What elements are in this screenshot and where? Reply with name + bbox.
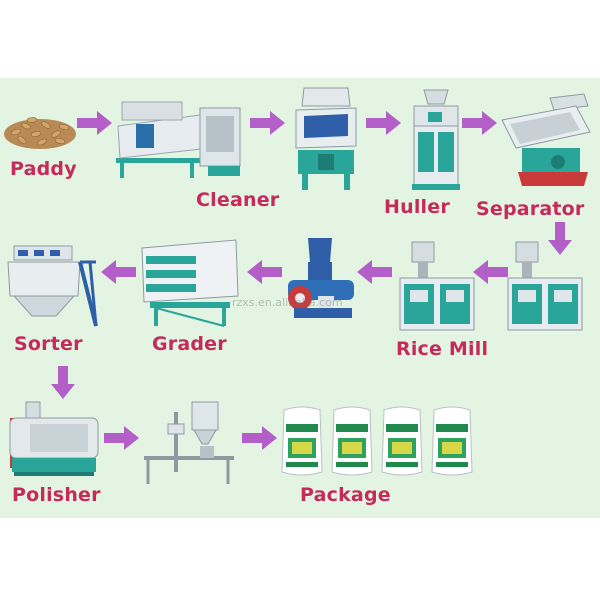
paddy-grain-pile xyxy=(4,117,76,149)
stage-label-grader: Grader xyxy=(152,333,227,355)
grader-machine xyxy=(141,239,239,327)
whitening-machine xyxy=(288,238,354,318)
right-arrow-icon xyxy=(242,426,277,450)
rice-bag-2 xyxy=(331,406,373,476)
right-arrow-icon xyxy=(250,111,285,135)
stage-label-polisher: Polisher xyxy=(12,484,101,506)
huller-machine xyxy=(412,89,460,190)
left-arrow-icon xyxy=(473,260,508,284)
stage-label-huller: Huller xyxy=(384,196,450,218)
separator-machine xyxy=(501,93,591,186)
rice-mill-machine-left xyxy=(399,241,475,331)
down-arrow-icon xyxy=(51,366,75,399)
cleaner-machine xyxy=(116,101,241,178)
left-arrow-icon xyxy=(247,260,282,284)
stage-label-cleaner: Cleaner xyxy=(196,189,280,211)
stage-label-package: Package xyxy=(300,484,391,506)
color-sorter-machine xyxy=(7,245,98,327)
rice-bag-3 xyxy=(381,406,423,476)
stage-label-sorter: Sorter xyxy=(14,333,83,355)
watermark: rzxs.en.alibaba.com xyxy=(232,296,343,309)
stage-label-paddy: Paddy xyxy=(10,158,77,180)
rice-bag-1 xyxy=(281,406,323,476)
polisher-machine xyxy=(9,401,99,476)
rice-mill-machine-right xyxy=(507,241,583,331)
right-arrow-icon xyxy=(77,111,112,135)
down-arrow-icon xyxy=(548,222,572,255)
rice-bag-4 xyxy=(431,406,473,476)
stage-label-rice-mill: Rice Mill xyxy=(396,338,489,360)
left-arrow-icon xyxy=(357,260,392,284)
destoner-machine xyxy=(295,87,357,190)
right-arrow-icon xyxy=(104,426,139,450)
stage-label-separator: Separator xyxy=(476,198,585,220)
right-arrow-icon xyxy=(366,111,401,135)
left-arrow-icon xyxy=(101,260,136,284)
right-arrow-icon xyxy=(462,111,497,135)
packing-machine xyxy=(144,401,234,484)
